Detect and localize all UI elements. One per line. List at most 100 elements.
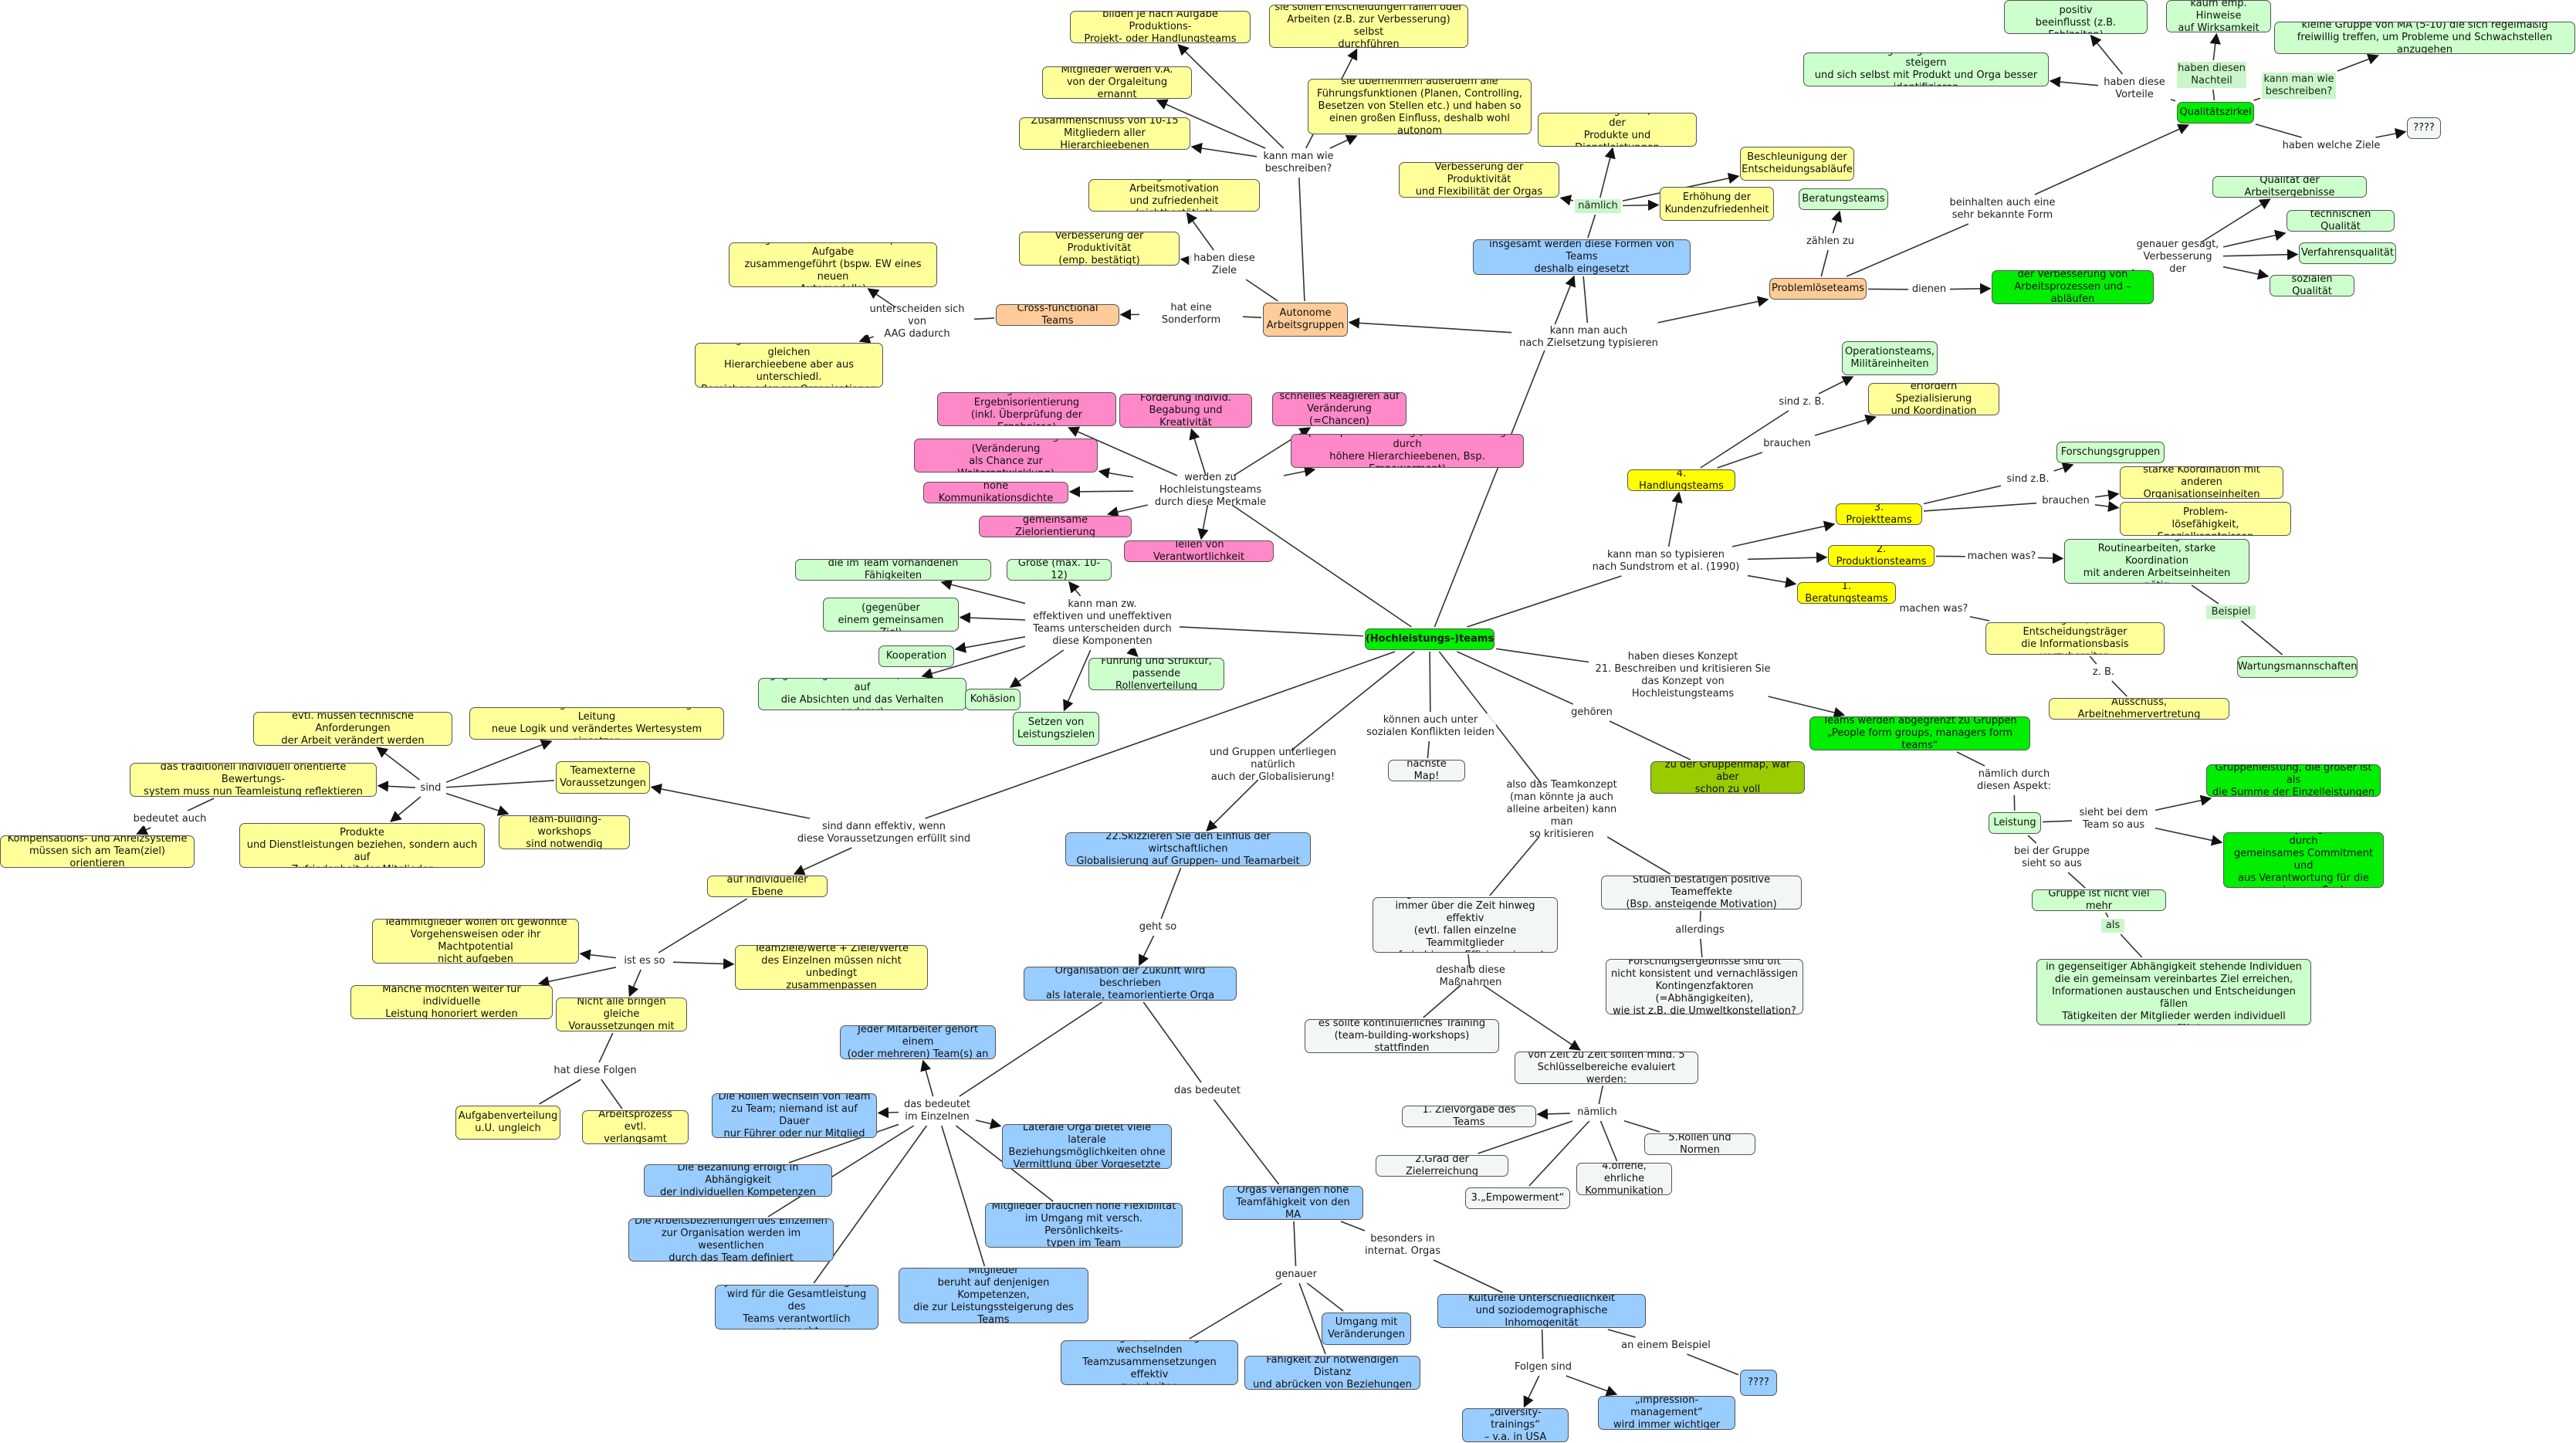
node-qualitaetszirkel[interactable]: Qualitätszirkel — [2177, 102, 2254, 124]
node-s5[interactable]: 5.Rollen und Normen — [1644, 1133, 1755, 1155]
node-m-kommunikation[interactable]: hohe Kommunikationsdichte — [923, 482, 1068, 503]
node-beratungsteams-z[interactable]: Beratungsteams — [1799, 188, 1888, 210]
node-synergie[interactable]: Team hat Synergieeffekte durch gemeinsam… — [2223, 832, 2384, 888]
node-s2[interactable]: 2.Grad der Zielerreichung — [1376, 1155, 1508, 1177]
node-autonome[interactable]: Autonome Arbeitsgruppen — [1263, 303, 1348, 337]
node-ind-machtpotential[interactable]: Teammitglieder wollen oft gewohnte Vorge… — [372, 919, 579, 964]
node-gruppenmap[interactable]: zu der Gruppenmap, war aber schon zu vol… — [1650, 761, 1805, 794]
node-m-aufgaben[interactable]: Aufgaben- und Ergebnisorientierung (inkl… — [937, 392, 1116, 426]
node-erfolgreiche[interactable]: erfolgreiche Teams bleiben nicht immer ü… — [1373, 897, 1558, 953]
node-tf-distanz[interactable]: Fähigkeit zur notwendigen Distanz und ab… — [1244, 1356, 1420, 1390]
node-naechste-map[interactable]: nächste Map! — [1388, 760, 1465, 781]
node-verbesserung-ablaeufe[interactable]: der Verbesserung von Arbeitsprozessen un… — [1992, 270, 2154, 304]
node-tf-umgang[interactable]: Umgang mit Veränderungen — [1322, 1313, 1411, 1345]
node-k-kooperation[interactable]: Kooperation — [878, 645, 954, 667]
node-qz-gruppe[interactable]: kleine Gruppe von MA (5-10) die sich reg… — [2274, 22, 2575, 54]
node-p-koordination[interactable]: starke Koordination mit anderen Organisa… — [2120, 466, 2283, 499]
node-ag-bilden[interactable]: bilden je nach Aufgabe Produktions- Proj… — [1070, 11, 1251, 43]
node-center[interactable]: (Hochleistungs-)teams — [1365, 628, 1494, 650]
node-studien[interactable]: Studien bestätigen positive Teameffekte … — [1601, 876, 1802, 909]
node-h4[interactable]: 4. Handlungsteams — [1627, 469, 1735, 491]
node-diversity[interactable]: „diversity-trainings“ – v.a. in USA — [1462, 1408, 1569, 1442]
node-p-forschungsgruppen[interactable]: Forschungsgruppen — [2056, 442, 2165, 463]
node-e-arbeitsbeziehungen[interactable]: Die Arbeitsbeziehungen des Einzelnen zur… — [628, 1218, 834, 1262]
node-ag-entscheidungen[interactable]: sie sollen Entscheidungen fällen oder Ar… — [1269, 5, 1468, 48]
node-ind-nicht-alle[interactable]: Nicht alle bringen gleiche Voraussetzung… — [556, 998, 687, 1031]
node-k-kohaesion[interactable]: Kohäsion — [965, 689, 1021, 710]
node-k-groesse[interactable]: Größe (max. 10-12) — [1007, 559, 1112, 581]
node-ind-ebene[interactable]: auf individueller Ebene — [707, 876, 828, 897]
node-ev-teameffektivitaet[interactable]: Teameffektivität darf sich nicht nur auf… — [239, 823, 485, 868]
node-leistung[interactable]: Leistung — [1989, 812, 2041, 834]
node-e-laterale[interactable]: Laterale Orga bietet viele laterale Bezi… — [1002, 1124, 1172, 1169]
node-b-ausschuss[interactable]: Ausschuss, Arbeitnehmervertretung — [2049, 698, 2229, 720]
node-skizzieren[interactable]: 22.Skizzieren Sie den Einfluß der wirtsc… — [1065, 832, 1311, 866]
node-problemloese[interactable]: Problemlöseteams — [1769, 278, 1867, 300]
node-k-ziele[interactable]: Setzen von Leistungszielen — [1013, 712, 1099, 746]
node-e-rollen[interactable]: Die Rollen wechseln von Team zu Team; ni… — [712, 1093, 877, 1138]
node-ind-arbeitsprozess[interactable]: Arbeitsprozess evtl. verlangsamt — [582, 1110, 689, 1144]
node-cf-bereiche[interactable]: Mitglieder kommen aus der gleichen Hiera… — [695, 343, 883, 388]
node-ev-technisch[interactable]: evtl. müssen technische Anforderungen de… — [253, 712, 452, 746]
node-h-spezialisierung[interactable]: erfordern Spezialisierung und Koordinati… — [1868, 383, 1999, 415]
node-ind-leistung[interactable]: Manche möchten weiter für individuelle L… — [350, 985, 553, 1019]
node-q-sozial[interactable]: sozialen Qualität — [2270, 275, 2354, 296]
node-insgesamt[interactable]: insgesamt werden diese Formen von Teams … — [1473, 239, 1691, 275]
node-ev-kompensation[interactable]: Kompensations- und Anreizsysteme müssen … — [0, 835, 195, 868]
node-ag-steigerung[interactable]: Steigerung der Arbeitsmotivation und zuf… — [1088, 179, 1260, 212]
node-teamfaehigkeit[interactable]: Orgas verlangen hohe Teamfähigkeit von d… — [1223, 1186, 1363, 1220]
node-b-aufgabe[interactable]: Aufgabe, für Entscheidungsträger die Inf… — [1985, 622, 2165, 655]
node-tf-faehigkeit[interactable]: Fähigkeit, in ständig wechselnden Teamzu… — [1061, 1340, 1238, 1385]
node-vb-produktivitaet[interactable]: Verbesserung der Produktivität und Flexi… — [1399, 162, 1559, 198]
node-ansammlung[interactable]: Ansammlung von miteinander agierenden in… — [2036, 959, 2311, 1025]
node-cross-functional[interactable]: Cross-functional Teams — [996, 304, 1119, 326]
node-k-commitment[interactable]: Commitment (gegenüber einem gemeinsamen … — [823, 598, 959, 632]
node-ind-teamziele[interactable]: Teamziele/werte + Ziele/Werte des Einzel… — [735, 945, 928, 990]
node-e-karriere[interactable]: Die Karriereentwicklung der Mitglieder b… — [899, 1268, 1088, 1323]
node-p-problemloese[interactable]: brauchen hohen Grad an Problem- lösefähi… — [2120, 502, 2291, 536]
node-k-fuehrung[interactable]: Führung und Struktur, passende Rollenver… — [1088, 658, 1224, 690]
node-s3[interactable]: 3.„Empowerment“ — [1465, 1187, 1570, 1209]
node-qqq-beispiel[interactable]: ???? — [1740, 1370, 1777, 1396]
node-e-bezahlung[interactable]: Die Bezahlung erfolgt in Abhängigkeit de… — [644, 1164, 832, 1197]
node-evaluiert[interactable]: von Zeit zu Zeit sollten mind. 5 Schlüss… — [1515, 1052, 1698, 1084]
node-q-technisch[interactable]: technischen Qualität — [2287, 210, 2395, 232]
node-ev-einfuehrung[interactable]: Bei Einführung von Teams muss bei Orga-L… — [469, 707, 724, 740]
node-ag-fuehrung[interactable]: sie übernehmen außerdem alle Führungsfun… — [1308, 79, 1532, 134]
node-k-vertrauen[interactable]: gegenseitiges Vertrauen (im Hinblick auf… — [758, 678, 966, 710]
node-ev-teamexterne[interactable]: Teamexterne Voraussetzungen — [556, 761, 650, 794]
node-qz-motivation[interactable]: Motivationssteigerung: MA können Selbstw… — [1803, 53, 2049, 86]
node-impression[interactable]: „impression-management“ wird immer wicht… — [1598, 1396, 1735, 1430]
node-qz-arbeitsverhalten[interactable]: Arbeitsverhalten wird positiv beeinfluss… — [2004, 0, 2148, 34]
node-h-operationsteams[interactable]: Operationsteams, Militäreinheiten — [1842, 341, 1938, 375]
node-cf-aufgabe[interactable]: Mitglieder werden für eine spezif. Aufga… — [729, 242, 937, 287]
node-ag-zusammenschluss[interactable]: Zusammenschluss von 10-15 Mitgliedern al… — [1019, 117, 1190, 150]
node-q-arbeitsergebnisse[interactable]: Qualität der Arbeitsergebnisse — [2212, 176, 2367, 198]
node-m-foerderung[interactable]: Förderung individ. Begabung und Kreativi… — [1119, 394, 1252, 428]
node-ag-produktivitaet[interactable]: Verbesserung der Produktivität (emp. bes… — [1019, 232, 1180, 266]
node-e-jeder[interactable]: Jeder Mitarbeiter gehört einem (oder meh… — [840, 1025, 996, 1059]
node-teams-abgegrenzt[interactable]: Teams werden abgegrenzt zu Gruppen „Peop… — [1809, 716, 2030, 750]
node-e-flexibilitaet[interactable]: Mitglieder brauchen hohe Flexibilität im… — [985, 1203, 1183, 1248]
node-qz-hinweise[interactable]: kaum emp. Hinweise auf Wirksamkeit — [2166, 0, 2271, 32]
node-forschung[interactable]: Forschungsergebnisse sind oft nicht kons… — [1606, 959, 1803, 1015]
node-s4[interactable]: 4.offene, ehrliche Kommunikation — [1576, 1163, 1672, 1195]
node-m-verantwortlichkeit[interactable]: Teilen von Verantwortlichkeit — [1124, 540, 1274, 562]
node-kulturelle[interactable]: Kulturelle Unterschiedlichkeit und sozio… — [1437, 1294, 1646, 1328]
node-m-partizipativ[interactable]: partizipative Führung (= Unterstützung d… — [1291, 434, 1524, 468]
node-ev-workshops[interactable]: Team-building-workshops sind notwendig — [499, 815, 630, 849]
node-vb-beschleunigung[interactable]: Beschleunigung der Entscheidungsabläufe — [1740, 147, 1854, 181]
node-q-verfahren[interactable]: Verfahrensqualität — [2299, 242, 2396, 264]
node-ind-aufgabenverteilung[interactable]: Aufgabenverteilung u.U. ungleich — [455, 1106, 560, 1140]
node-pr-wartung[interactable]: Wartungsmannschaften — [2237, 656, 2358, 678]
node-vb-zufriedenheit[interactable]: Erhöhung der Kundenzufriedenheit — [1660, 187, 1774, 221]
node-p3[interactable]: 3. Projektteams — [1836, 503, 1922, 525]
node-ag-mitglieder[interactable]: Mitglieder werden v.A. von der Orgaleitu… — [1042, 66, 1192, 99]
node-gruppenleistung[interactable]: Gruppenleistung, die größer ist als die … — [2206, 764, 2381, 797]
node-m-reagieren[interactable]: schnelles Reagieren auf Veränderung (=Ch… — [1272, 392, 1406, 426]
node-orga-zukunft[interactable]: Organisation der Zukunft wird beschriebe… — [1024, 967, 1237, 1001]
node-qz-qqq[interactable]: ???? — [2407, 117, 2441, 139]
node-k-faehigkeiten[interactable]: die im Team vorhandenen Fähigkeiten — [795, 559, 991, 581]
node-training[interactable]: es sollte kontinuierliches Training (tea… — [1305, 1019, 1499, 1053]
node-vb-qualitaet[interactable]: Verbesserung der Qualität der Produkte u… — [1538, 113, 1697, 147]
